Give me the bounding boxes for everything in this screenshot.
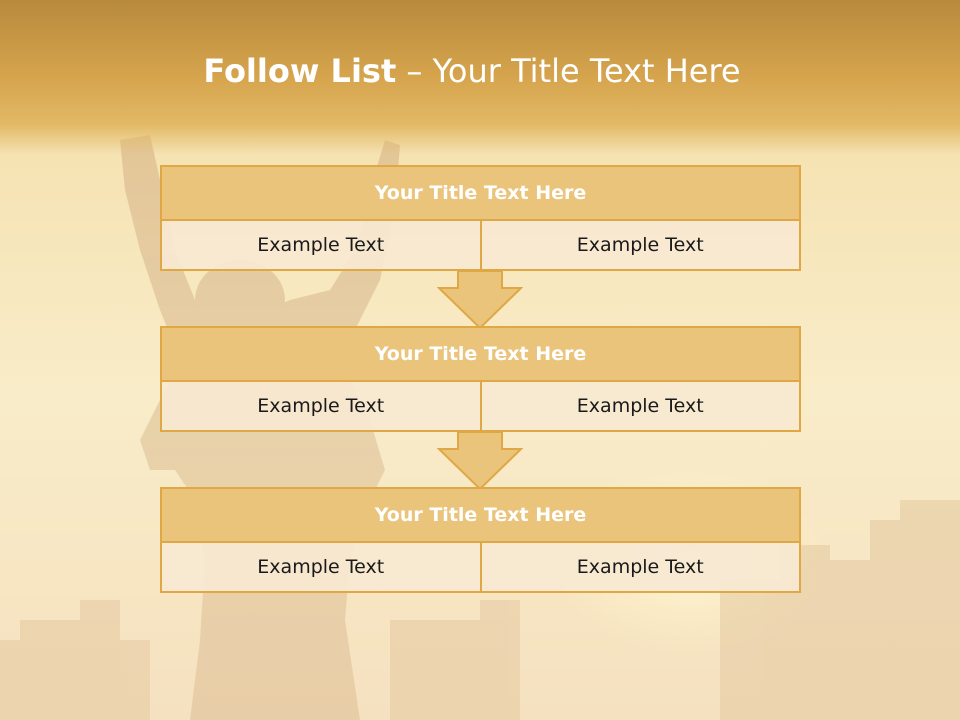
flow-block-cell-right: Example Text — [479, 382, 799, 430]
flow-block-title: Your Title Text Here — [160, 487, 801, 543]
flow-block-row: Example Text Example Text — [160, 543, 801, 593]
flow-block-row: Example Text Example Text — [160, 221, 801, 271]
flow-block-cell-left: Example Text — [162, 221, 480, 269]
flow-block-cell-left: Example Text — [162, 543, 480, 591]
flow-block-title: Your Title Text Here — [160, 326, 801, 382]
flow-block-cell-right: Example Text — [479, 221, 799, 269]
title-rest: – Your Title Text Here — [396, 52, 741, 90]
header-band — [0, 0, 960, 155]
flow-block-cell-left: Example Text — [162, 382, 480, 430]
flow-block-2: Your Title Text Here Example Text Exampl… — [160, 326, 801, 432]
slide-title: Follow List – Your Title Text Here — [0, 52, 944, 90]
flow-block-cell-right: Example Text — [479, 543, 799, 591]
flow-block-1: Your Title Text Here Example Text Exampl… — [160, 165, 801, 271]
city-skyline — [0, 500, 960, 720]
flow-block-title: Your Title Text Here — [160, 165, 801, 221]
down-arrow-icon — [437, 431, 523, 491]
flow-block-3: Your Title Text Here Example Text Exampl… — [160, 487, 801, 593]
flow-block-row: Example Text Example Text — [160, 382, 801, 432]
title-bold: Follow List — [203, 52, 397, 90]
down-arrow-icon — [437, 270, 523, 330]
